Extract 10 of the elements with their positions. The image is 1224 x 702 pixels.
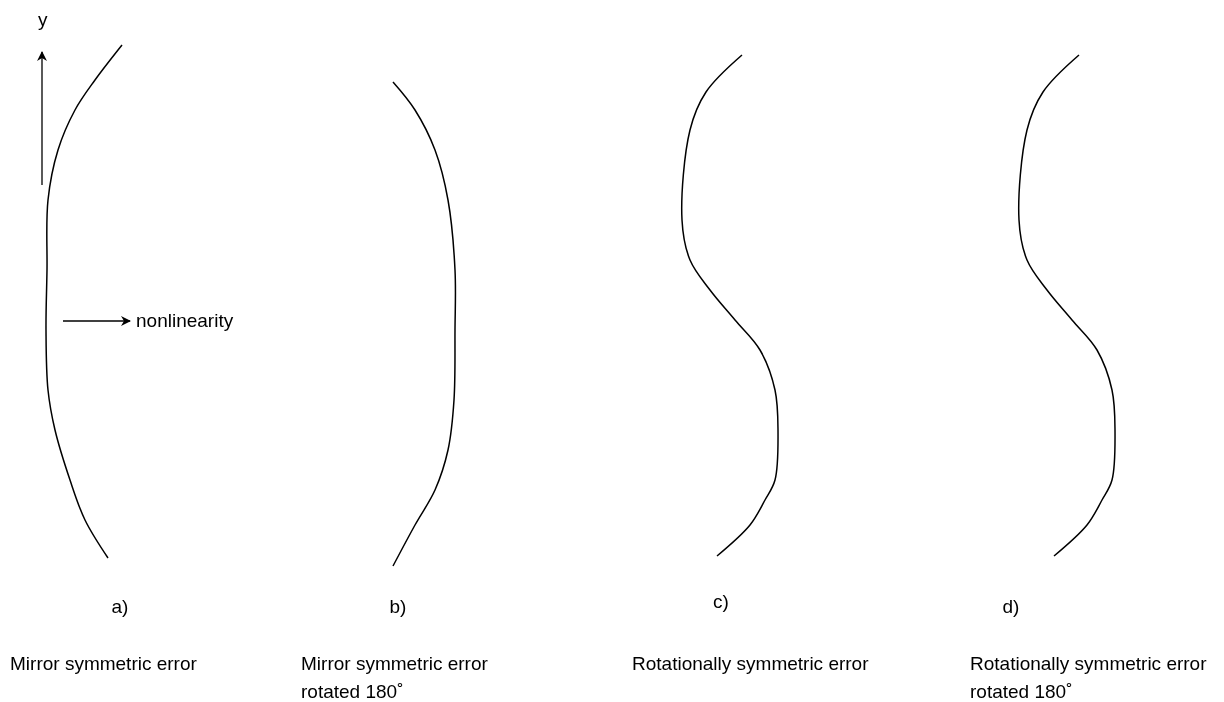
arrow-label: nonlinearity (136, 309, 235, 333)
panel-label: a) (110, 595, 130, 619)
caption: Rotationally symmetric error (632, 652, 870, 676)
panel-label: d) (1001, 595, 1021, 619)
caption: Mirror symmetric error rotated 180˚ (301, 652, 489, 702)
axis-label: y (38, 8, 49, 32)
panel-label: b) (388, 595, 408, 619)
panel-label: c) (712, 590, 730, 614)
caption: Rotationally symmetric error rotated 180˚ (970, 652, 1208, 702)
caption: Mirror symmetric error (10, 652, 198, 676)
